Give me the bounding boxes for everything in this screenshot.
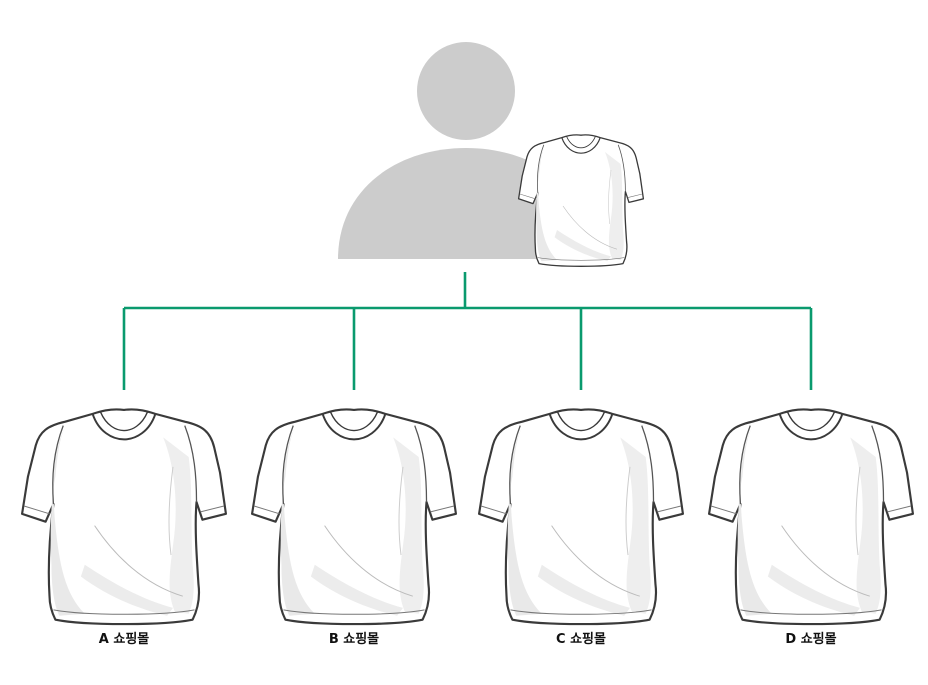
tshirt-icon (478, 408, 684, 626)
shop-label: B 쇼핑몰 (328, 632, 380, 647)
shop-label: C 쇼핑몰 (556, 632, 606, 647)
shop-label: A 쇼핑몰 (98, 632, 150, 647)
shop-label: D 쇼핑몰 (785, 632, 837, 647)
tshirt-icon (708, 408, 914, 626)
shop-icons (21, 408, 914, 626)
tshirt-icon (251, 408, 457, 626)
tshirt-icon (517, 134, 645, 267)
tshirt-icon (21, 408, 227, 626)
connector-lines (122, 272, 813, 390)
